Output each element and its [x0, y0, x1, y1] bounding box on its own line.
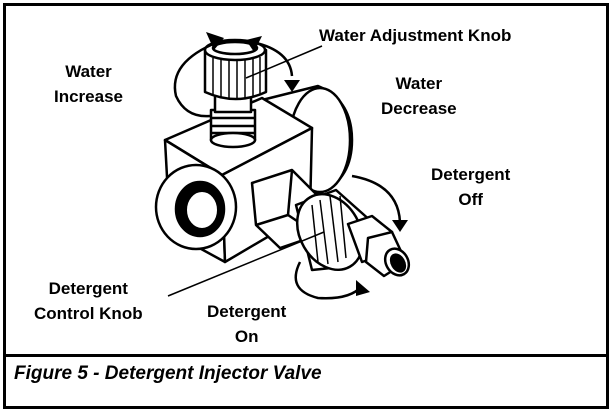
water-decrease-label: Water Decrease [381, 74, 457, 118]
detergent-on-label: Detergent On [207, 302, 287, 346]
figure-caption: Figure 5 - Detergent Injector Valve [14, 363, 322, 384]
detergent-knob-leader-line [167, 231, 325, 297]
detergent-off-arrow [351, 174, 402, 223]
detergent-control-knob-label: Detergent Control Knob [34, 279, 143, 323]
water-adjustment-knob [203, 38, 268, 101]
detergent-off-label: Detergent Off [431, 165, 511, 209]
caption-divider [3, 354, 609, 357]
water-increase-arrow [173, 40, 219, 118]
water-adjustment-knob-label: Water Adjustment Knob [319, 26, 512, 45]
detergent-control-knob-shape [294, 188, 374, 272]
hose-barb-fitting [346, 214, 411, 278]
detergent-on-arrow [294, 261, 363, 300]
water-increase-label: Water Increase [54, 62, 123, 106]
water-knob-stem [209, 92, 257, 149]
water-knob-leader-line [245, 45, 323, 79]
